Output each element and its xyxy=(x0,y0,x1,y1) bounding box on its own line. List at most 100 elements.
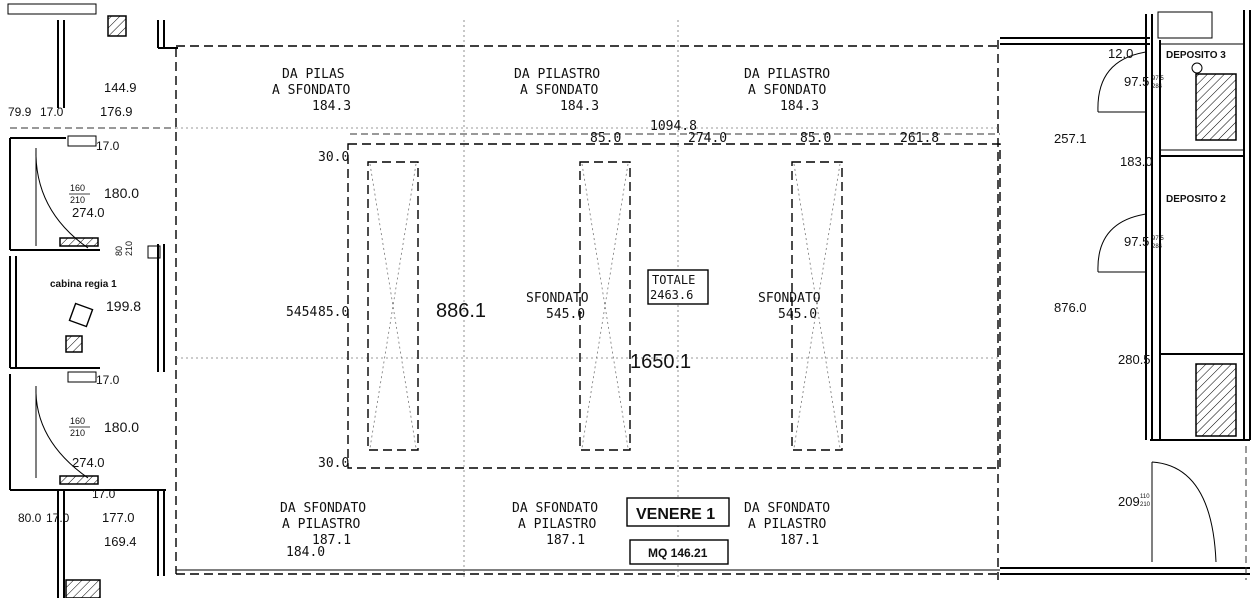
cross-line xyxy=(793,163,841,449)
dim-label: 97.5 xyxy=(1124,234,1149,249)
scan-edge-mark xyxy=(7,3,97,15)
dim-label: 274.0 xyxy=(72,455,105,470)
door-frame xyxy=(59,237,99,247)
room-area: MQ 146.21 xyxy=(648,546,708,560)
deposito-2-label: DEPOSITO 2 xyxy=(1166,194,1226,205)
dim-label: 183.0 xyxy=(1120,154,1153,169)
cross-line xyxy=(793,163,841,449)
note-value: 187.1 xyxy=(546,533,585,548)
dim-label-large: 1650.1 xyxy=(630,351,691,373)
dim-label-large: 886.1 xyxy=(436,300,486,322)
sfondato-value: 545.0 xyxy=(546,307,585,322)
dim-label: 85.0 xyxy=(318,305,349,320)
sfondato-box xyxy=(367,161,419,451)
note-value: 184.3 xyxy=(780,99,819,114)
door-width: 160 xyxy=(70,183,85,193)
door-width: 80 xyxy=(114,246,124,256)
equipment-square xyxy=(65,335,83,353)
small-dim: 97.5 xyxy=(1152,76,1164,82)
door-height: 210 xyxy=(124,241,134,256)
cross-line xyxy=(581,163,629,449)
dim-label: 5454 xyxy=(286,305,317,320)
note-value: 184.3 xyxy=(312,99,351,114)
dim-label: 257.1 xyxy=(1054,131,1087,146)
dim-label: 1094.8 xyxy=(650,119,697,134)
hatched-block xyxy=(1195,363,1237,437)
sfondato-value: 545.0 xyxy=(778,307,817,322)
note-line: A PILASTRO xyxy=(748,517,826,532)
dim-label: 280.5 xyxy=(1118,352,1151,367)
total-value: 2463.6 xyxy=(650,288,693,302)
note-line: DA PILAS xyxy=(282,67,345,82)
dim-label: 85.0 xyxy=(800,131,831,146)
total-box xyxy=(647,269,709,305)
note-line: DA SFONDATO xyxy=(512,501,598,516)
door-swing xyxy=(1097,51,1147,113)
deposito-3-room xyxy=(1159,43,1245,151)
note-line: A SFONDATO xyxy=(272,83,350,98)
room-name: VENERE 1 xyxy=(636,506,715,523)
door-frame xyxy=(59,475,99,485)
door-height: 210 xyxy=(70,428,85,438)
note-line: A SFONDATO xyxy=(748,83,826,98)
wall xyxy=(67,135,97,147)
pillar xyxy=(107,15,127,37)
door-swing xyxy=(1097,213,1147,273)
dim-label: 177.0 xyxy=(102,510,135,525)
door-frame xyxy=(147,245,161,259)
note-line: DA PILASTRO xyxy=(744,67,830,82)
dim-label: 180.0 xyxy=(104,419,139,435)
small-dim: 210 xyxy=(1140,502,1151,508)
dim-label: 274.0 xyxy=(688,131,727,146)
right-wing xyxy=(1000,10,1251,580)
note-value: 184.3 xyxy=(560,99,599,114)
dim-label: 80.0 xyxy=(18,511,42,525)
door-height: 210 xyxy=(70,195,85,205)
sfondato-label: SFONDATO xyxy=(758,291,821,306)
note-value: 187.1 xyxy=(312,533,351,548)
hatched-block xyxy=(1195,73,1237,141)
small-dim: 110 xyxy=(1140,494,1150,500)
wall xyxy=(67,371,97,383)
stage-area xyxy=(347,143,1001,469)
dim-label: 97.5 xyxy=(1124,74,1149,89)
dim-label: 176.9 xyxy=(100,104,133,119)
main-hall xyxy=(176,20,1001,580)
cross-line xyxy=(581,163,629,449)
dim-label: 17.0 xyxy=(92,487,116,501)
pillar xyxy=(65,579,101,598)
dim-label: 184.0 xyxy=(286,545,325,560)
small-dim: 284 xyxy=(1152,244,1163,250)
fixture-circle xyxy=(1191,62,1203,74)
dim-label: 85.0 xyxy=(590,131,621,146)
dim-label: 169.4 xyxy=(104,534,137,549)
note-line: DA SFONDATO xyxy=(280,501,366,516)
dim-label: 17.0 xyxy=(46,511,70,525)
wall xyxy=(1157,11,1213,39)
note-line: A PILASTRO xyxy=(518,517,596,532)
note-line: DA PILASTRO xyxy=(514,67,600,82)
dim-label: 144.9 xyxy=(104,80,137,95)
small-dim: 97.5 xyxy=(1152,236,1164,242)
left-wing xyxy=(7,3,178,598)
room-area-box xyxy=(629,539,729,565)
cross-line xyxy=(369,163,417,449)
note-line: A PILASTRO xyxy=(282,517,360,532)
dim-label: 180.0 xyxy=(104,185,139,201)
dim-label: 209 xyxy=(1118,494,1140,509)
deposito-3-label: DEPOSITO 3 xyxy=(1166,50,1226,61)
dim-label: 261.8 xyxy=(900,131,939,146)
note-value: 187.1 xyxy=(780,533,819,548)
dim-label: 17.0 xyxy=(96,139,120,153)
small-dim: 284 xyxy=(1152,84,1163,90)
dim-label: 79.9 xyxy=(8,105,32,119)
sfondato-box xyxy=(579,161,631,451)
dim-label: 17.0 xyxy=(96,373,120,387)
room-name-box xyxy=(626,497,730,527)
sfondato-label: SFONDATO xyxy=(526,291,589,306)
dim-label: 199.8 xyxy=(106,298,141,314)
note-line: DA SFONDATO xyxy=(744,501,830,516)
door-width: 160 xyxy=(70,416,85,426)
cross-line xyxy=(369,163,417,449)
